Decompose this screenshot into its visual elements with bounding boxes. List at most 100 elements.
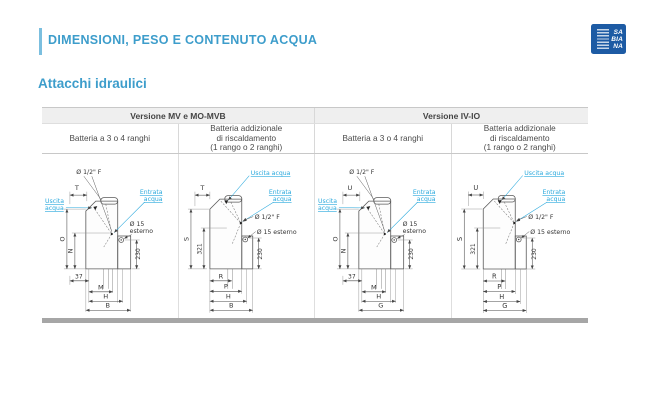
dim-230-text: 230 [135, 248, 142, 260]
inlet-text: acqua [144, 196, 163, 203]
dim-H: H [88, 293, 123, 303]
inlet-point [383, 232, 386, 236]
column-header-line: (1 rango o 2 ranghi) [483, 143, 556, 153]
fitting-text: Ø 1/2" F [254, 213, 279, 221]
outlet-text: acqua [45, 205, 64, 212]
logo-line: SA [613, 28, 623, 36]
column-header-line: Batteria addizionale [483, 124, 556, 134]
inlet-text: Entrata [268, 189, 291, 196]
column-header-line: (1 rango o 2 ranghi) [210, 143, 283, 153]
dim-B: G [482, 302, 526, 313]
column-header-mv-additional: Batteria addizionale di riscaldamento (1… [179, 124, 315, 153]
inlet-point [239, 221, 242, 225]
dim-O-text: O [331, 236, 339, 241]
fitting-text: Ø 1/2" F [528, 213, 554, 221]
dim-B: B [209, 302, 253, 312]
dim-R-text: R [218, 272, 223, 280]
fitting-top-text: Ø 1/2" F [349, 168, 374, 176]
fitting-label: Ø 1/2" F [242, 213, 280, 221]
dim-top: U [342, 184, 361, 205]
side-panel [240, 235, 253, 270]
dim-37-text: 37 [348, 273, 356, 280]
side-fitting-text: Ø 15 [403, 220, 418, 228]
dim-H-text: H [225, 293, 230, 301]
inlet-label: Entrata acqua [387, 189, 436, 233]
diagram-ivio-additional-battery: Uscita acqua U Entrata acqua Ø 1/2" F Ø … [452, 154, 589, 318]
dim-P: P [209, 283, 242, 293]
top-pipe-stub [497, 195, 516, 203]
dim-height-230: 230 [248, 237, 264, 270]
column-header-ivio-standard: Batteria a 3 o 4 ranghi [315, 124, 452, 153]
unit-body-outline [208, 198, 242, 270]
dim-top-text: U [473, 184, 478, 192]
dim-R: R [482, 273, 505, 283]
pipe-routing-dashed [94, 204, 113, 248]
hydraulic-diagram: Ø 1/2" F T Uscita acqua Entrata acqua Ø … [45, 168, 163, 312]
outlet-point [366, 206, 371, 211]
pipe-routing-dashed [493, 200, 515, 246]
dim-top: T [69, 184, 88, 205]
dim-230-text: 230 [257, 248, 264, 260]
top-pipe-stub [223, 195, 242, 203]
inlet-point [512, 221, 515, 225]
dim-H: H [361, 293, 396, 303]
sabiana-logo: SA BIA NA [591, 24, 626, 54]
dim-height-230: 230 [397, 239, 415, 270]
dim-H: H [482, 293, 520, 304]
inlet-point [110, 232, 113, 236]
dim-height-321: 321 [469, 227, 500, 270]
column-header-line: Batteria a 3 o 4 ranghi [342, 133, 424, 143]
dim-height-N: N [339, 232, 383, 270]
hydraulic-diagram: Ø 1/2" F U Uscita acqua Entrata acqua Ø … [318, 168, 436, 312]
dim-R-text: R [491, 273, 496, 281]
column-header-ivio-additional: Batteria addizionale di riscaldamento (1… [452, 124, 589, 153]
inlet-text: Entrata [413, 189, 436, 196]
outlet-text: acqua [318, 205, 337, 212]
drain-center-dot [517, 238, 519, 241]
drain-connection [515, 236, 522, 243]
fitting-top-label: Ø 1/2" F [349, 168, 385, 232]
dim-37-text: 37 [75, 273, 83, 280]
dim-230-text: 230 [408, 248, 415, 260]
side-fitting-text: Ø 15 [130, 220, 145, 228]
title-accent-bar [39, 28, 42, 55]
dim-top: U [467, 184, 483, 206]
inlet-label: Entrata acqua [242, 189, 291, 222]
column-header-line: di riscaldamento [489, 133, 550, 143]
dim-H-text: H [103, 293, 108, 301]
outlet-label: Uscita acqua [45, 198, 93, 212]
dim-S-text: S [455, 237, 463, 241]
hydraulic-diagram: Uscita acqua T Entrata acqua Ø 1/2" F Ø … [182, 170, 296, 313]
outlet-text: Uscita [45, 198, 64, 205]
outlet-text: Uscita acqua [250, 170, 290, 177]
inlet-text: Entrata [542, 189, 565, 196]
outlet-point [497, 200, 502, 204]
inlet-text: Entrata [140, 189, 163, 196]
dim-M-text: M [371, 283, 377, 291]
inlet-label: Entrata acqua [515, 189, 565, 222]
dim-top: T [194, 184, 210, 207]
dim-M: M [88, 283, 113, 294]
side-fitting-text: esterno [403, 228, 427, 235]
bottom-divider-bar [42, 318, 588, 323]
connections-table: Versione MV e MO-MVB Versione IV-IO Batt… [42, 107, 588, 318]
side-fitting-label: Ø 15 esterno [124, 220, 153, 239]
dim-B-text: B [229, 302, 234, 310]
fitting-top-label: Ø 1/2" F [76, 168, 112, 232]
side-fitting-label: Ø 15 esterno [520, 228, 570, 239]
fitting-top-text: Ø 1/2" F [76, 168, 101, 176]
dim-height-N: N [66, 232, 110, 270]
dim-height-230: 230 [521, 237, 537, 270]
drain-center-dot [120, 239, 122, 241]
dim-P: P [482, 283, 515, 294]
dim-height-321: 321 [196, 227, 227, 270]
fitting-label: Ø 1/2" F [516, 213, 553, 221]
outlet-point [223, 200, 228, 205]
dim-N-text: N [66, 248, 74, 253]
dim-M: M [361, 283, 386, 294]
dim-S-text: S [182, 237, 190, 241]
table-group-header-row: Versione MV e MO-MVB Versione IV-IO [42, 108, 588, 123]
hydraulic-diagram: Uscita acqua U Entrata acqua Ø 1/2" F Ø … [455, 170, 570, 313]
dim-B-text: B [105, 302, 110, 310]
unit-body-outline [85, 200, 119, 270]
